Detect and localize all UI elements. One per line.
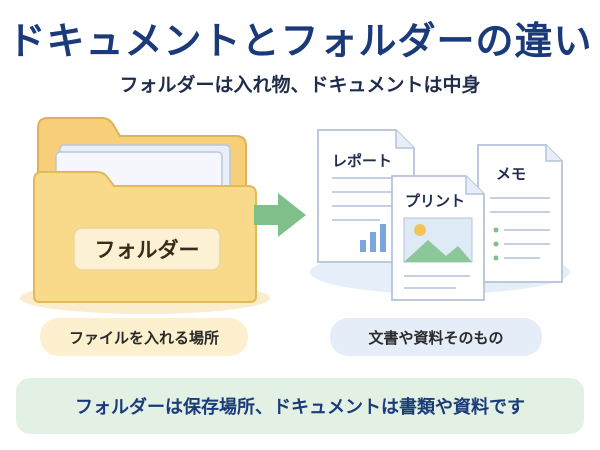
print-document [391,175,485,301]
folder-label-plate [73,227,221,271]
folder-caption: ファイルを入れる場所 [40,318,248,356]
print-label: プリント [405,192,466,210]
memo-label: メモ [496,165,527,183]
page-title: ドキュメントとフォルダーの違い [7,19,593,63]
documents-caption: 文書や資料そのもの [330,318,542,356]
arrow-icon [254,193,306,237]
summary-text: フォルダーは保存場所、ドキュメントは書類や資料です [75,397,525,418]
report-document [317,129,415,263]
memo-document [477,144,563,283]
summary-banner: フォルダーは保存場所、ドキュメントは書類や資料です [16,378,584,434]
report-label: レポート [332,152,393,170]
page-subtitle: フォルダーは入れ物、ドキュメントは中身 [119,74,481,96]
folder-label: フォルダー [94,238,200,262]
